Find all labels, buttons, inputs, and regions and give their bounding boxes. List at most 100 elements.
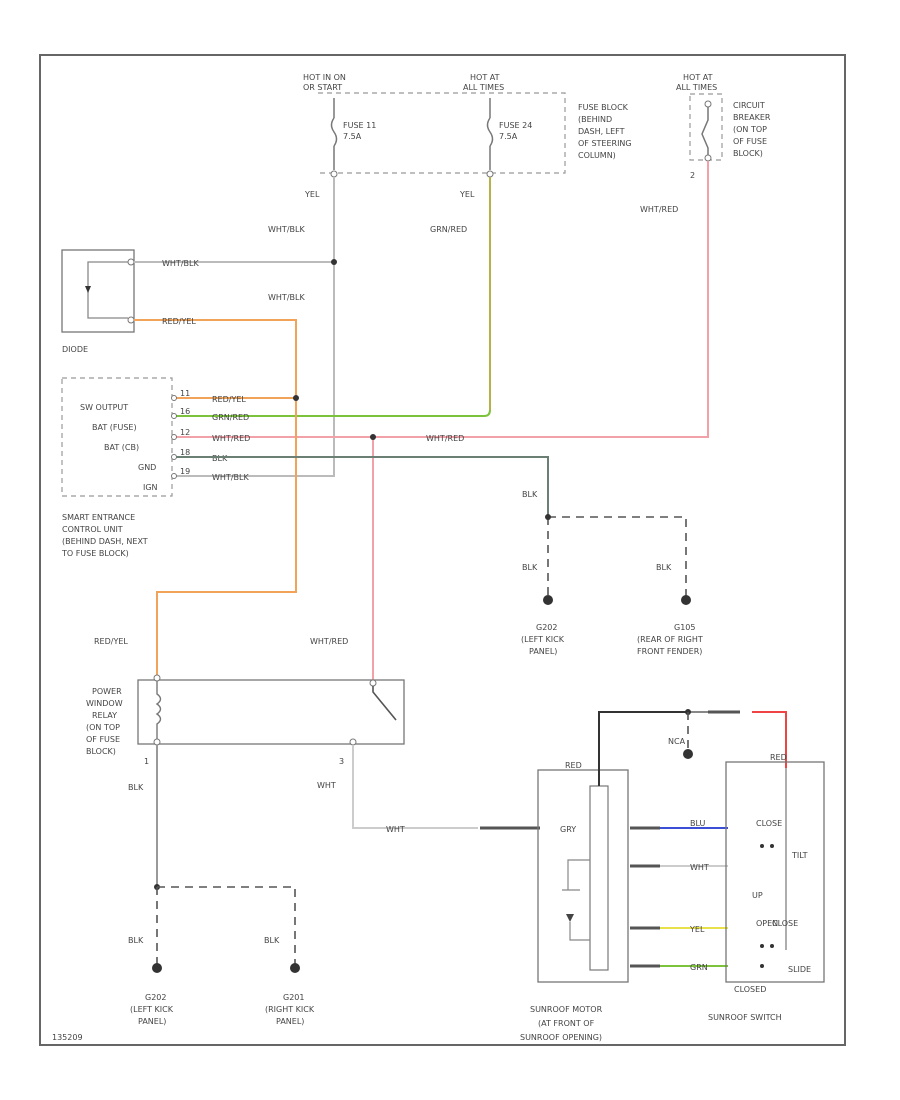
- splice-dot: [545, 514, 551, 520]
- wire-motor-feed: [598, 711, 688, 786]
- fuse-block: HOT IN ON OR START HOT AT ALL TIMES FUSE…: [303, 73, 632, 199]
- wire-label: BLK: [656, 563, 672, 572]
- motor-winding: [569, 922, 590, 941]
- fuse-11-rating: 7.5A: [343, 132, 362, 141]
- hot-label-line-2: OR START: [303, 83, 342, 92]
- wire-label: BLK: [264, 936, 280, 945]
- motor-desc-line: (AT FRONT OF: [538, 1019, 595, 1028]
- wire-wht-red: [176, 161, 709, 438]
- ecu-pin-label: IGN: [143, 483, 158, 492]
- relay-terminal: [369, 679, 377, 687]
- ecu-terminal: [171, 413, 177, 419]
- breaker-terminal: [704, 154, 712, 162]
- wire-label: BLK: [522, 490, 538, 499]
- smart-entrance-control-unit: SW OUTPUT BAT (FUSE) BAT (CB) GND IGN 11…: [61, 377, 250, 558]
- sunroof-switch-box: [725, 761, 825, 983]
- fuse-11-symbol: [330, 117, 338, 147]
- motor-symbol: [566, 914, 574, 922]
- breaker-terminal: [704, 100, 712, 108]
- relay-terminal: [153, 674, 161, 682]
- fuse-24-rating: 7.5A: [499, 132, 518, 141]
- ecu-terminal: [171, 473, 177, 479]
- fuse-24-terminal: [486, 170, 494, 178]
- hot-label-line-1: HOT IN ON: [303, 73, 346, 82]
- switch-contact: [770, 844, 774, 848]
- wire-label: GRN/RED: [430, 225, 467, 234]
- ground-link: [548, 516, 687, 598]
- ground-label-line: PANEL): [138, 1017, 166, 1026]
- relay-switch: [372, 686, 397, 721]
- diagram-frame: [39, 54, 846, 1046]
- switch-position-label: SLIDE: [788, 965, 811, 974]
- diode-terminal: [127, 316, 135, 324]
- ecu-pin-label: BAT (FUSE): [92, 423, 137, 432]
- ground-point: [290, 963, 300, 973]
- ecu-desc-line: (BEHIND DASH, NEXT: [62, 537, 148, 546]
- diode-terminal: [127, 258, 135, 266]
- diode-inner: [87, 261, 128, 319]
- relay-desc-line: RELAY: [92, 711, 117, 720]
- diode-label: DIODE: [62, 345, 88, 354]
- ecu-pin-number: 19: [180, 467, 190, 476]
- switch-desc: SUNROOF SWITCH: [708, 1013, 782, 1022]
- ecu-pin-wire: RED/YEL: [212, 395, 246, 404]
- fuse-11-label: FUSE 11: [343, 121, 376, 130]
- ground-label-line: G201: [283, 993, 304, 1002]
- wire-label: YEL: [689, 925, 705, 934]
- motor-pin-label: GRY: [560, 825, 576, 834]
- breaker-desc-line: BREAKER: [733, 113, 771, 122]
- motor-pin-label: RED: [565, 761, 582, 770]
- fuse-block-desc-line: COLUMN): [578, 151, 616, 160]
- breaker-desc-line: OF FUSE: [733, 137, 767, 146]
- wire-label: WHT/BLK: [162, 259, 199, 268]
- breaker-desc-line: (ON TOP: [733, 125, 767, 134]
- relay-coil: [155, 681, 162, 740]
- wire-label: BLK: [128, 936, 144, 945]
- wire-label: RED/YEL: [94, 637, 128, 646]
- hot-label-line-2: ALL TIMES: [676, 83, 717, 92]
- ecu-pin-wire: BLK: [212, 454, 228, 463]
- ground-label-line: (REAR OF RIGHT: [637, 635, 703, 644]
- motor-winding: [562, 859, 590, 891]
- ground-label-line: G202: [145, 993, 166, 1002]
- ecu-pin-number: 18: [180, 448, 190, 457]
- fuse-block-desc-line: DASH, LEFT: [578, 127, 625, 136]
- fuse-block-desc-line: (BEHIND: [578, 115, 612, 124]
- sunroof-switch: RED CLOSE TILT UP OPEN CLOSE SLIDE CLOSE…: [708, 753, 825, 1022]
- sunroof-motor-box: [537, 769, 629, 983]
- relay-pin: 1: [144, 757, 149, 766]
- wire-label: RED/YEL: [162, 317, 196, 326]
- ecu-terminal: [171, 434, 177, 440]
- relay-box: [137, 679, 405, 745]
- wire-label: WHT: [317, 781, 336, 790]
- wire-label: YEL: [459, 190, 475, 199]
- motor-desc-line: SUNROOF OPENING): [520, 1033, 602, 1042]
- relay-desc-line: POWER: [92, 687, 122, 696]
- ecu-pin-number: 16: [180, 407, 190, 416]
- switch-position-label: CLOSE: [772, 919, 798, 928]
- switch-position-label: TILT: [791, 851, 808, 860]
- splice-dot: [370, 434, 376, 440]
- wire-label: BLK: [522, 563, 538, 572]
- breaker-desc-line: CIRCUIT: [733, 101, 765, 110]
- hot-label-line-1: HOT AT: [683, 73, 713, 82]
- relay-desc-line: OF FUSE: [86, 735, 120, 744]
- ecu-pin-label: GND: [138, 463, 156, 472]
- switch-contact: [770, 944, 774, 948]
- switch-pin-label: RED: [770, 753, 787, 762]
- wire-label: BLU: [690, 819, 706, 828]
- ecu-pin-wire: WHT/BLK: [212, 473, 249, 482]
- ground-point: [681, 595, 691, 605]
- switch-position-label: UP: [752, 891, 763, 900]
- ground-label-line: G105: [674, 623, 695, 632]
- ground-link: [157, 886, 296, 965]
- switch-position-label: CLOSE: [756, 819, 782, 828]
- wire-label: YEL: [304, 190, 320, 199]
- power-window-relay: RED/YEL POWER WINDOW RELAY (ON TOP OF FU…: [86, 637, 405, 792]
- wire-blk: [176, 456, 549, 517]
- ecu-desc-line: CONTROL UNIT: [62, 525, 123, 534]
- ecu-desc-line: SMART ENTRANCE: [62, 513, 135, 522]
- relay-pin: 3: [339, 757, 344, 766]
- circuit-breaker: HOT AT ALL TIMES CIRCUIT BREAKER (ON TOP…: [640, 73, 771, 214]
